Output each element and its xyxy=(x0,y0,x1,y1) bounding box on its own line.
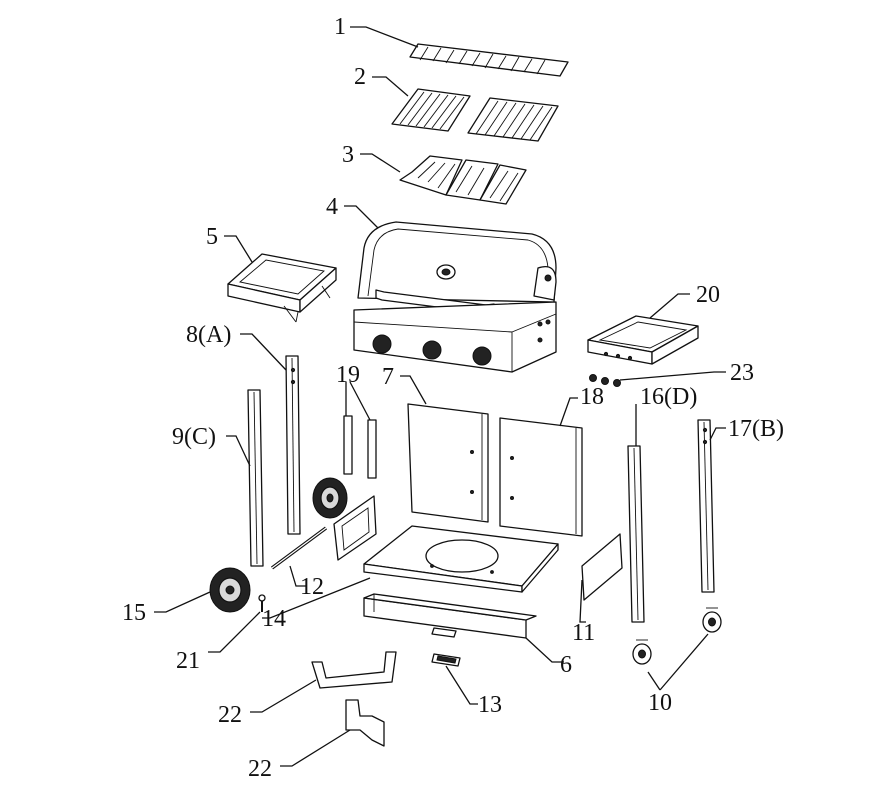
callout-22-upper: 22 xyxy=(218,702,242,728)
callout-1: 1 xyxy=(334,14,346,40)
part-clip xyxy=(431,627,461,667)
callout-6: 6 xyxy=(560,652,572,678)
part-brackets xyxy=(343,415,377,479)
part-side-panel xyxy=(407,403,489,523)
part-back-panel xyxy=(499,417,583,537)
callout-13: 13 xyxy=(478,692,502,718)
part-pin xyxy=(258,594,266,612)
part-flame-tamers xyxy=(399,155,527,205)
leader-lines xyxy=(154,26,726,767)
part-leg-c xyxy=(247,389,264,567)
part-left-side-shelf xyxy=(227,253,337,323)
part-wheel-upper xyxy=(312,477,348,519)
part-grill-head xyxy=(353,221,557,373)
callout-10: 10 xyxy=(648,690,672,716)
callout-16d: 16(D) xyxy=(640,384,697,410)
part-leg-a xyxy=(285,355,301,535)
part-right-side-shelf xyxy=(587,315,699,365)
callout-4: 4 xyxy=(326,194,338,220)
callout-14: 14 xyxy=(262,606,286,632)
callout-2: 2 xyxy=(354,64,366,90)
callout-7: 7 xyxy=(382,364,394,390)
callout-19: 19 xyxy=(336,362,360,388)
callout-22-lower: 22 xyxy=(248,756,272,782)
callout-9c: 9(C) xyxy=(172,424,216,450)
callout-8a: 8(A) xyxy=(186,322,231,348)
callout-20: 20 xyxy=(696,282,720,308)
part-bracket-lower xyxy=(345,699,385,747)
callout-labels: 1 2 3 4 5 6 7 8(A) 9(C) 10 11 12 13 14 1… xyxy=(122,14,784,782)
part-leg-b xyxy=(697,419,715,593)
part-bolts xyxy=(589,374,621,387)
part-leg-d xyxy=(627,445,645,623)
callout-5: 5 xyxy=(206,224,218,250)
callout-3: 3 xyxy=(342,142,354,168)
part-small-panel xyxy=(581,533,623,601)
part-small-frame xyxy=(333,495,377,561)
callout-18: 18 xyxy=(580,384,604,410)
callout-11: 11 xyxy=(572,620,595,646)
callout-17b: 17(B) xyxy=(728,416,784,442)
part-warming-rack xyxy=(409,43,569,77)
callout-12: 12 xyxy=(300,574,324,600)
callout-15: 15 xyxy=(122,600,146,626)
callout-21: 21 xyxy=(176,648,200,674)
part-wheel-lower xyxy=(209,567,251,613)
callout-23: 23 xyxy=(730,360,754,386)
part-casters xyxy=(632,607,722,665)
part-axle xyxy=(270,526,328,570)
part-cooking-grates xyxy=(391,88,559,142)
part-bottom-shelf xyxy=(363,525,559,593)
part-bracket-upper xyxy=(311,651,397,689)
